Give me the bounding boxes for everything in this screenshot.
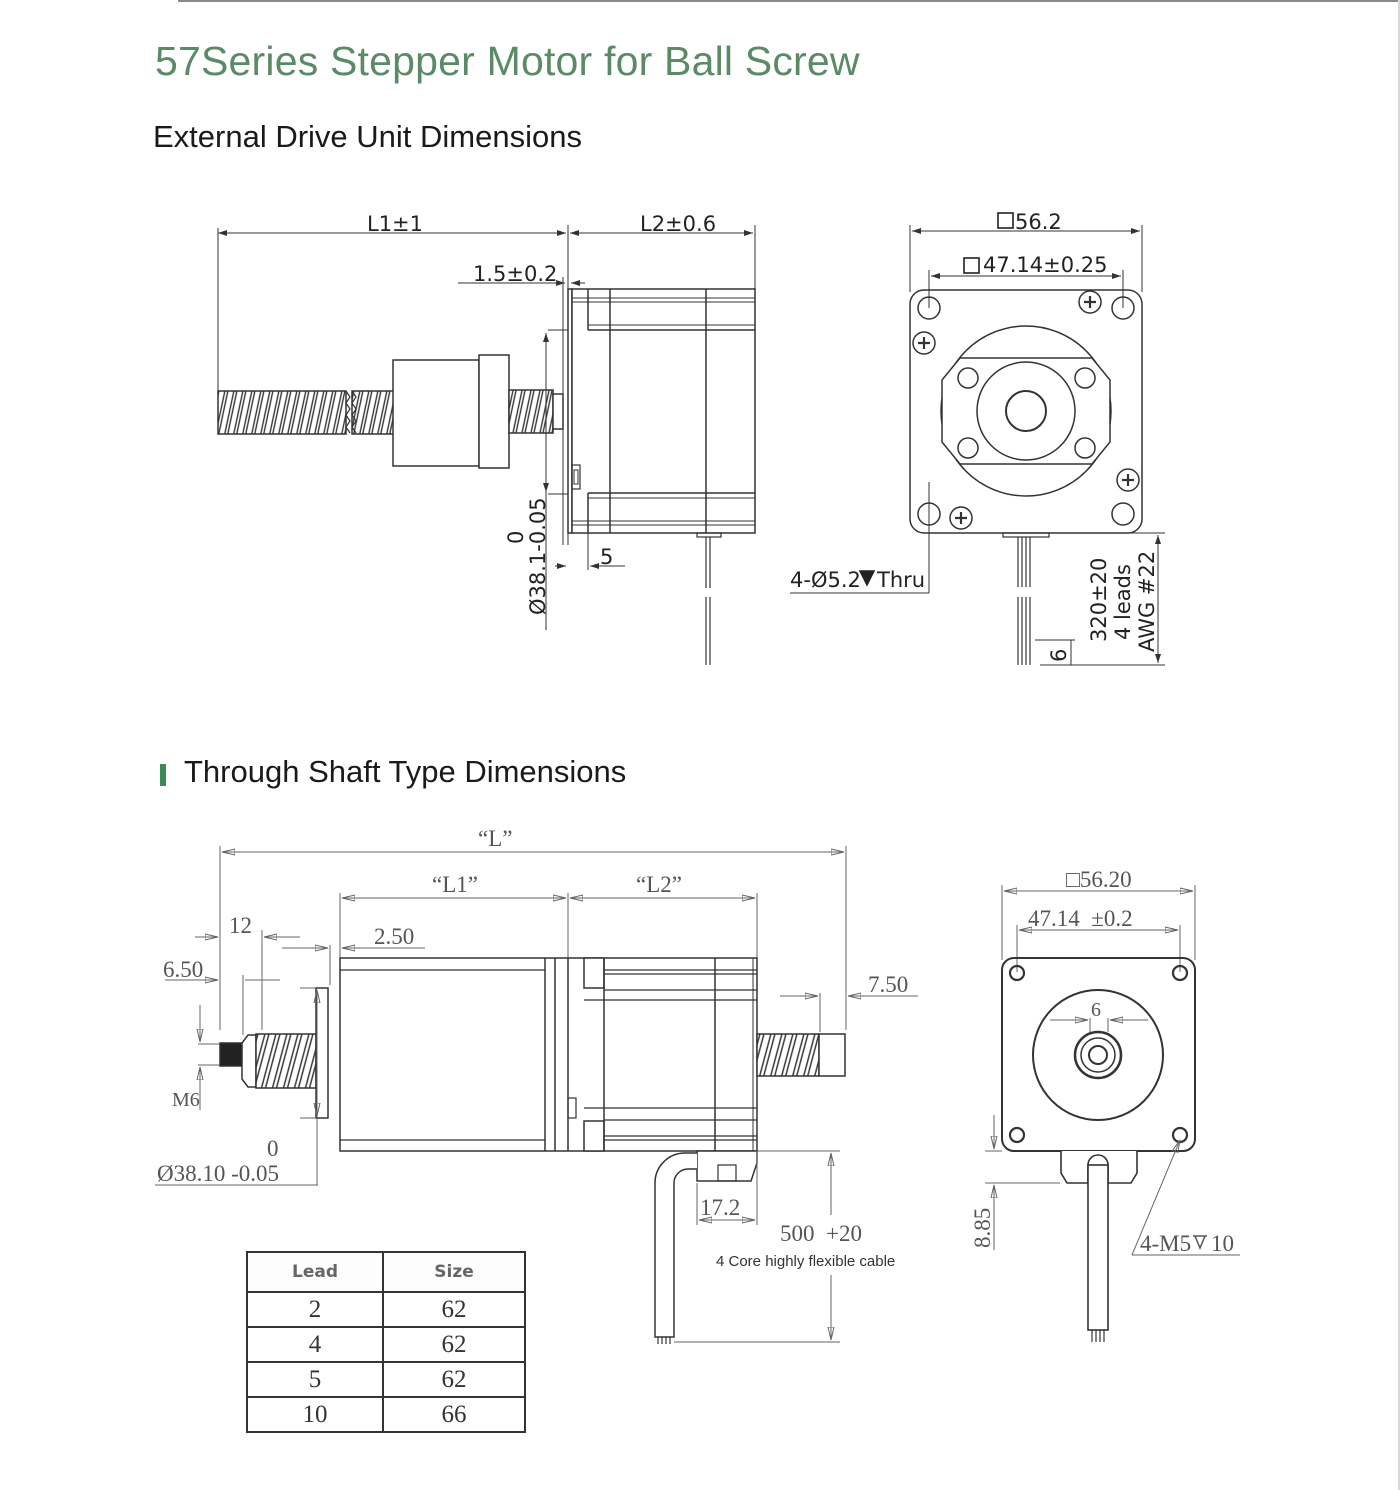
boss-diameter-upper-label: 0 <box>504 531 528 544</box>
table-row: 10 66 <box>246 1396 526 1433</box>
shaft-diameter-label: 6 <box>1091 999 1101 1021</box>
boss-diameter-label: Ø38.1-0.05 <box>526 497 550 615</box>
external-drive-front-view <box>790 225 1165 666</box>
table-row: 2 62 <box>246 1291 526 1328</box>
cable-note-label: 4 Core highly flexible cable <box>716 1253 895 1270</box>
l1-label: L1±1 <box>367 212 423 236</box>
mount-threads-label: 4-M5 <box>1140 1231 1191 1256</box>
body-square-label: 56.2 <box>1015 210 1062 234</box>
end-thread-label: M6 <box>172 1089 200 1111</box>
cable-length-label: 500 +20 <box>780 1221 862 1246</box>
size-cell: 62 <box>382 1326 526 1363</box>
size-cell: 62 <box>382 1361 526 1398</box>
thread-length-label: 12 <box>229 913 252 938</box>
through-shaft-heading: Through Shaft Type Dimensions <box>184 754 627 789</box>
table-row: 5 62 <box>246 1361 526 1398</box>
table-header-row: Lead Size <box>246 1251 526 1293</box>
lead-count-label: 4 leads <box>1111 564 1135 640</box>
mount-thread-depth-label: 10 <box>1211 1231 1234 1256</box>
depth-symbol-icon <box>858 570 876 587</box>
screw-icon <box>1116 468 1140 492</box>
page-title: 57Series Stepper Motor for Ball Screw <box>155 38 860 84</box>
size-cell: 62 <box>382 1291 526 1328</box>
flange-thickness-label: 1.5±0.2 <box>473 262 557 286</box>
through-shaft-front-view <box>985 885 1240 1342</box>
lead-cell: 4 <box>246 1326 384 1363</box>
l1-label: “L1” <box>432 872 478 897</box>
through-shaft-side-view <box>155 846 918 1344</box>
mount-holes-label: 4-Ø5.2 <box>790 568 861 592</box>
table-header-size: Size <box>382 1251 526 1293</box>
right-border-line <box>1398 0 1400 1490</box>
lead-cell: 10 <box>246 1396 384 1433</box>
lead-length-label: 320±20 <box>1087 558 1111 642</box>
lead-size-table: Lead Size 2 62 4 62 5 62 10 66 <box>246 1251 526 1433</box>
strip-length-label: 6 <box>1047 649 1071 662</box>
table-header-lead: Lead <box>246 1251 384 1293</box>
body-square-label: □56.20 <box>1066 867 1132 892</box>
connector-offset-label: 8.85 <box>970 1208 995 1248</box>
rear-nut-length-label: 7.50 <box>868 972 908 997</box>
screw-icon <box>949 506 973 530</box>
depth-symbol-icon <box>1193 1235 1207 1250</box>
table-row: 4 62 <box>246 1326 526 1363</box>
boss-diameter-upper-label: 0 <box>267 1136 279 1161</box>
size-cell: 66 <box>382 1396 526 1433</box>
square-symbol-icon <box>963 257 980 274</box>
lead-cell: 5 <box>246 1361 384 1398</box>
top-border-line <box>178 0 1400 2</box>
lead-cell: 2 <box>246 1291 384 1328</box>
square-symbol-icon <box>997 212 1014 229</box>
hole-pitch-label: 47.14±0.25 <box>983 253 1107 277</box>
boss-height-label: 2.50 <box>374 924 414 949</box>
section-marker-bar <box>160 764 166 786</box>
through-shaft-front-dimension-labels: □56.20 47.14 ±0.2 6 8.85 4-M5 10 <box>970 867 1234 1256</box>
end-length-label: 6.50 <box>163 957 203 982</box>
screw-icon <box>1078 290 1102 314</box>
lead-gauge-label: AWG #22 <box>1135 551 1159 652</box>
mount-holes-suffix-label: Thru <box>876 568 925 592</box>
external-drive-heading: External Drive Unit Dimensions <box>153 119 582 154</box>
through-shaft-side-dimension-labels: “L” “L1” “L2” 12 6.50 2.50 7.50 M6 0 Ø38… <box>157 826 908 1270</box>
hole-pitch-label: 47.14 ±0.2 <box>1028 906 1133 931</box>
boss-diameter-label: Ø38.10 -0.05 <box>157 1161 279 1186</box>
total-length-label: “L” <box>478 826 512 851</box>
l2-label: “L2” <box>636 872 682 897</box>
l2-label: L2±0.6 <box>640 212 716 236</box>
boss-depth-label: 5 <box>600 545 613 569</box>
external-drive-side-view <box>217 225 756 665</box>
screw-icon <box>912 331 936 355</box>
external-drive-front-dimension-labels: 56.2 47.14±0.25 4-Ø5.2 Thru 320±20 4 lea… <box>790 210 1159 662</box>
external-drive-side-dimension-labels: L1±1 L2±0.6 1.5±0.2 5 0 Ø38.1-0.05 <box>367 212 716 615</box>
connector-width-label: 17.2 <box>700 1195 740 1220</box>
